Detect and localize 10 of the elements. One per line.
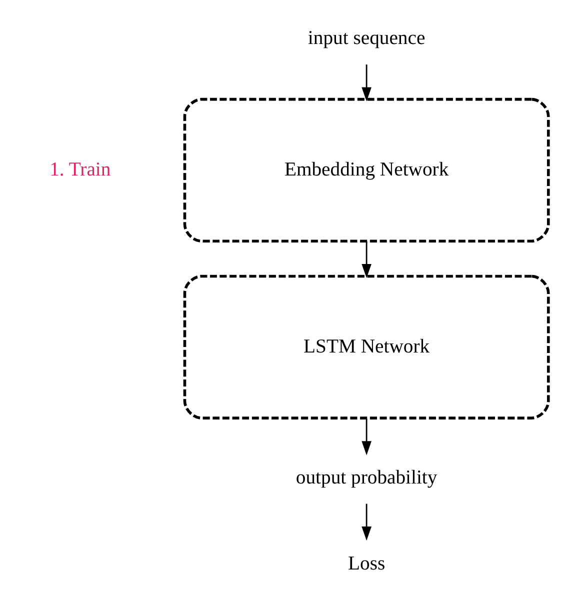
node-text: input sequence (307, 27, 425, 50)
node-box: Embedding Network (182, 98, 550, 243)
node-box: LSTM Network (182, 274, 550, 420)
arrow (361, 418, 371, 456)
arrow (361, 241, 371, 278)
label: 1. Train (49, 158, 110, 180)
arrow (361, 64, 371, 102)
node-text: Loss (348, 552, 385, 574)
arrow (361, 504, 371, 541)
node-text: output probability (295, 466, 437, 489)
